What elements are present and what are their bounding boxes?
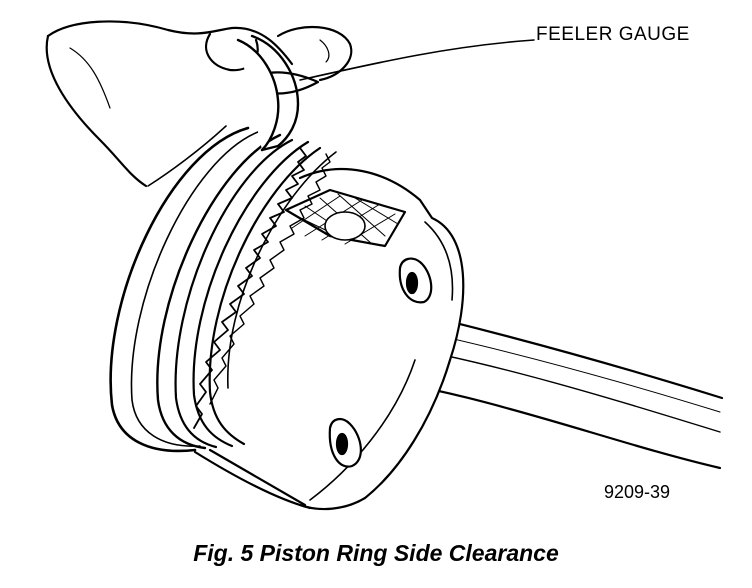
piston-rings (156, 133, 337, 450)
drawing-code: 9209-39 (604, 482, 671, 502)
feeler-gauge-label: FEELER GAUGE (536, 24, 690, 45)
piston-crown (109, 126, 312, 510)
feeler-gauge-blade (236, 34, 300, 152)
figure-caption: Fig. 5 Piston Ring Side Clearance (193, 540, 559, 566)
piston-body (284, 167, 465, 511)
callout-leader-line (299, 39, 535, 81)
